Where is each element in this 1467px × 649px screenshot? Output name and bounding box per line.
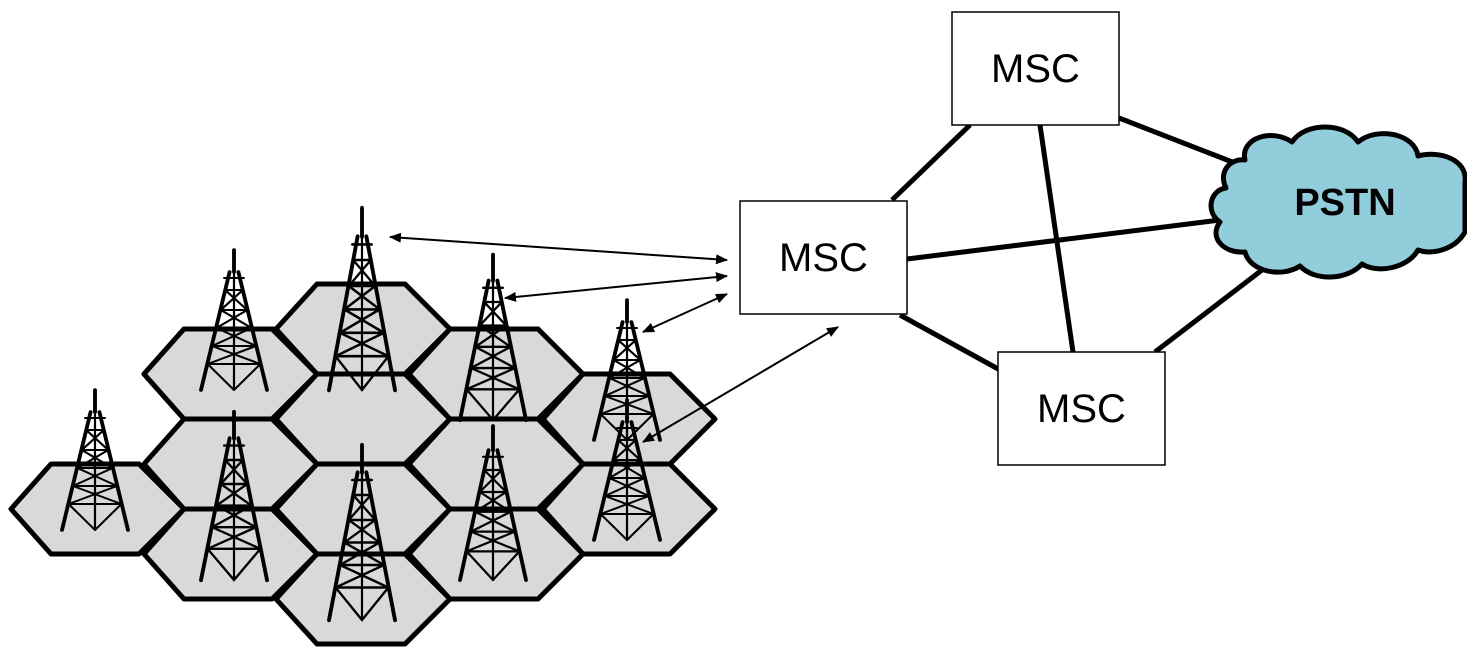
cell-grid <box>8 281 718 647</box>
pstn-cloud-icon <box>1208 124 1467 280</box>
cell <box>141 506 320 602</box>
link-arrow <box>642 293 728 333</box>
msc-center: MSC <box>739 200 908 315</box>
msc-label: MSC <box>991 47 1080 91</box>
cell <box>8 461 187 557</box>
backbone-links <box>890 115 1264 373</box>
msc-bottom: MSC <box>997 351 1166 466</box>
pstn-label: PSTN <box>1294 182 1395 224</box>
link-line <box>1153 268 1264 354</box>
link-arrow <box>389 232 728 265</box>
cell <box>406 506 586 602</box>
msc-label: MSC <box>779 236 868 280</box>
msc-top: MSC <box>951 11 1120 126</box>
radio-links <box>389 232 839 443</box>
link-arrow <box>504 272 728 302</box>
link-line <box>906 217 1221 262</box>
link-arrow <box>642 326 839 443</box>
pstn-cloud: PSTN <box>1208 124 1467 280</box>
link-line <box>890 123 972 202</box>
cell <box>540 461 718 557</box>
msc-label: MSC <box>1037 387 1126 431</box>
link-line <box>898 312 1002 373</box>
link-line <box>1118 115 1241 168</box>
